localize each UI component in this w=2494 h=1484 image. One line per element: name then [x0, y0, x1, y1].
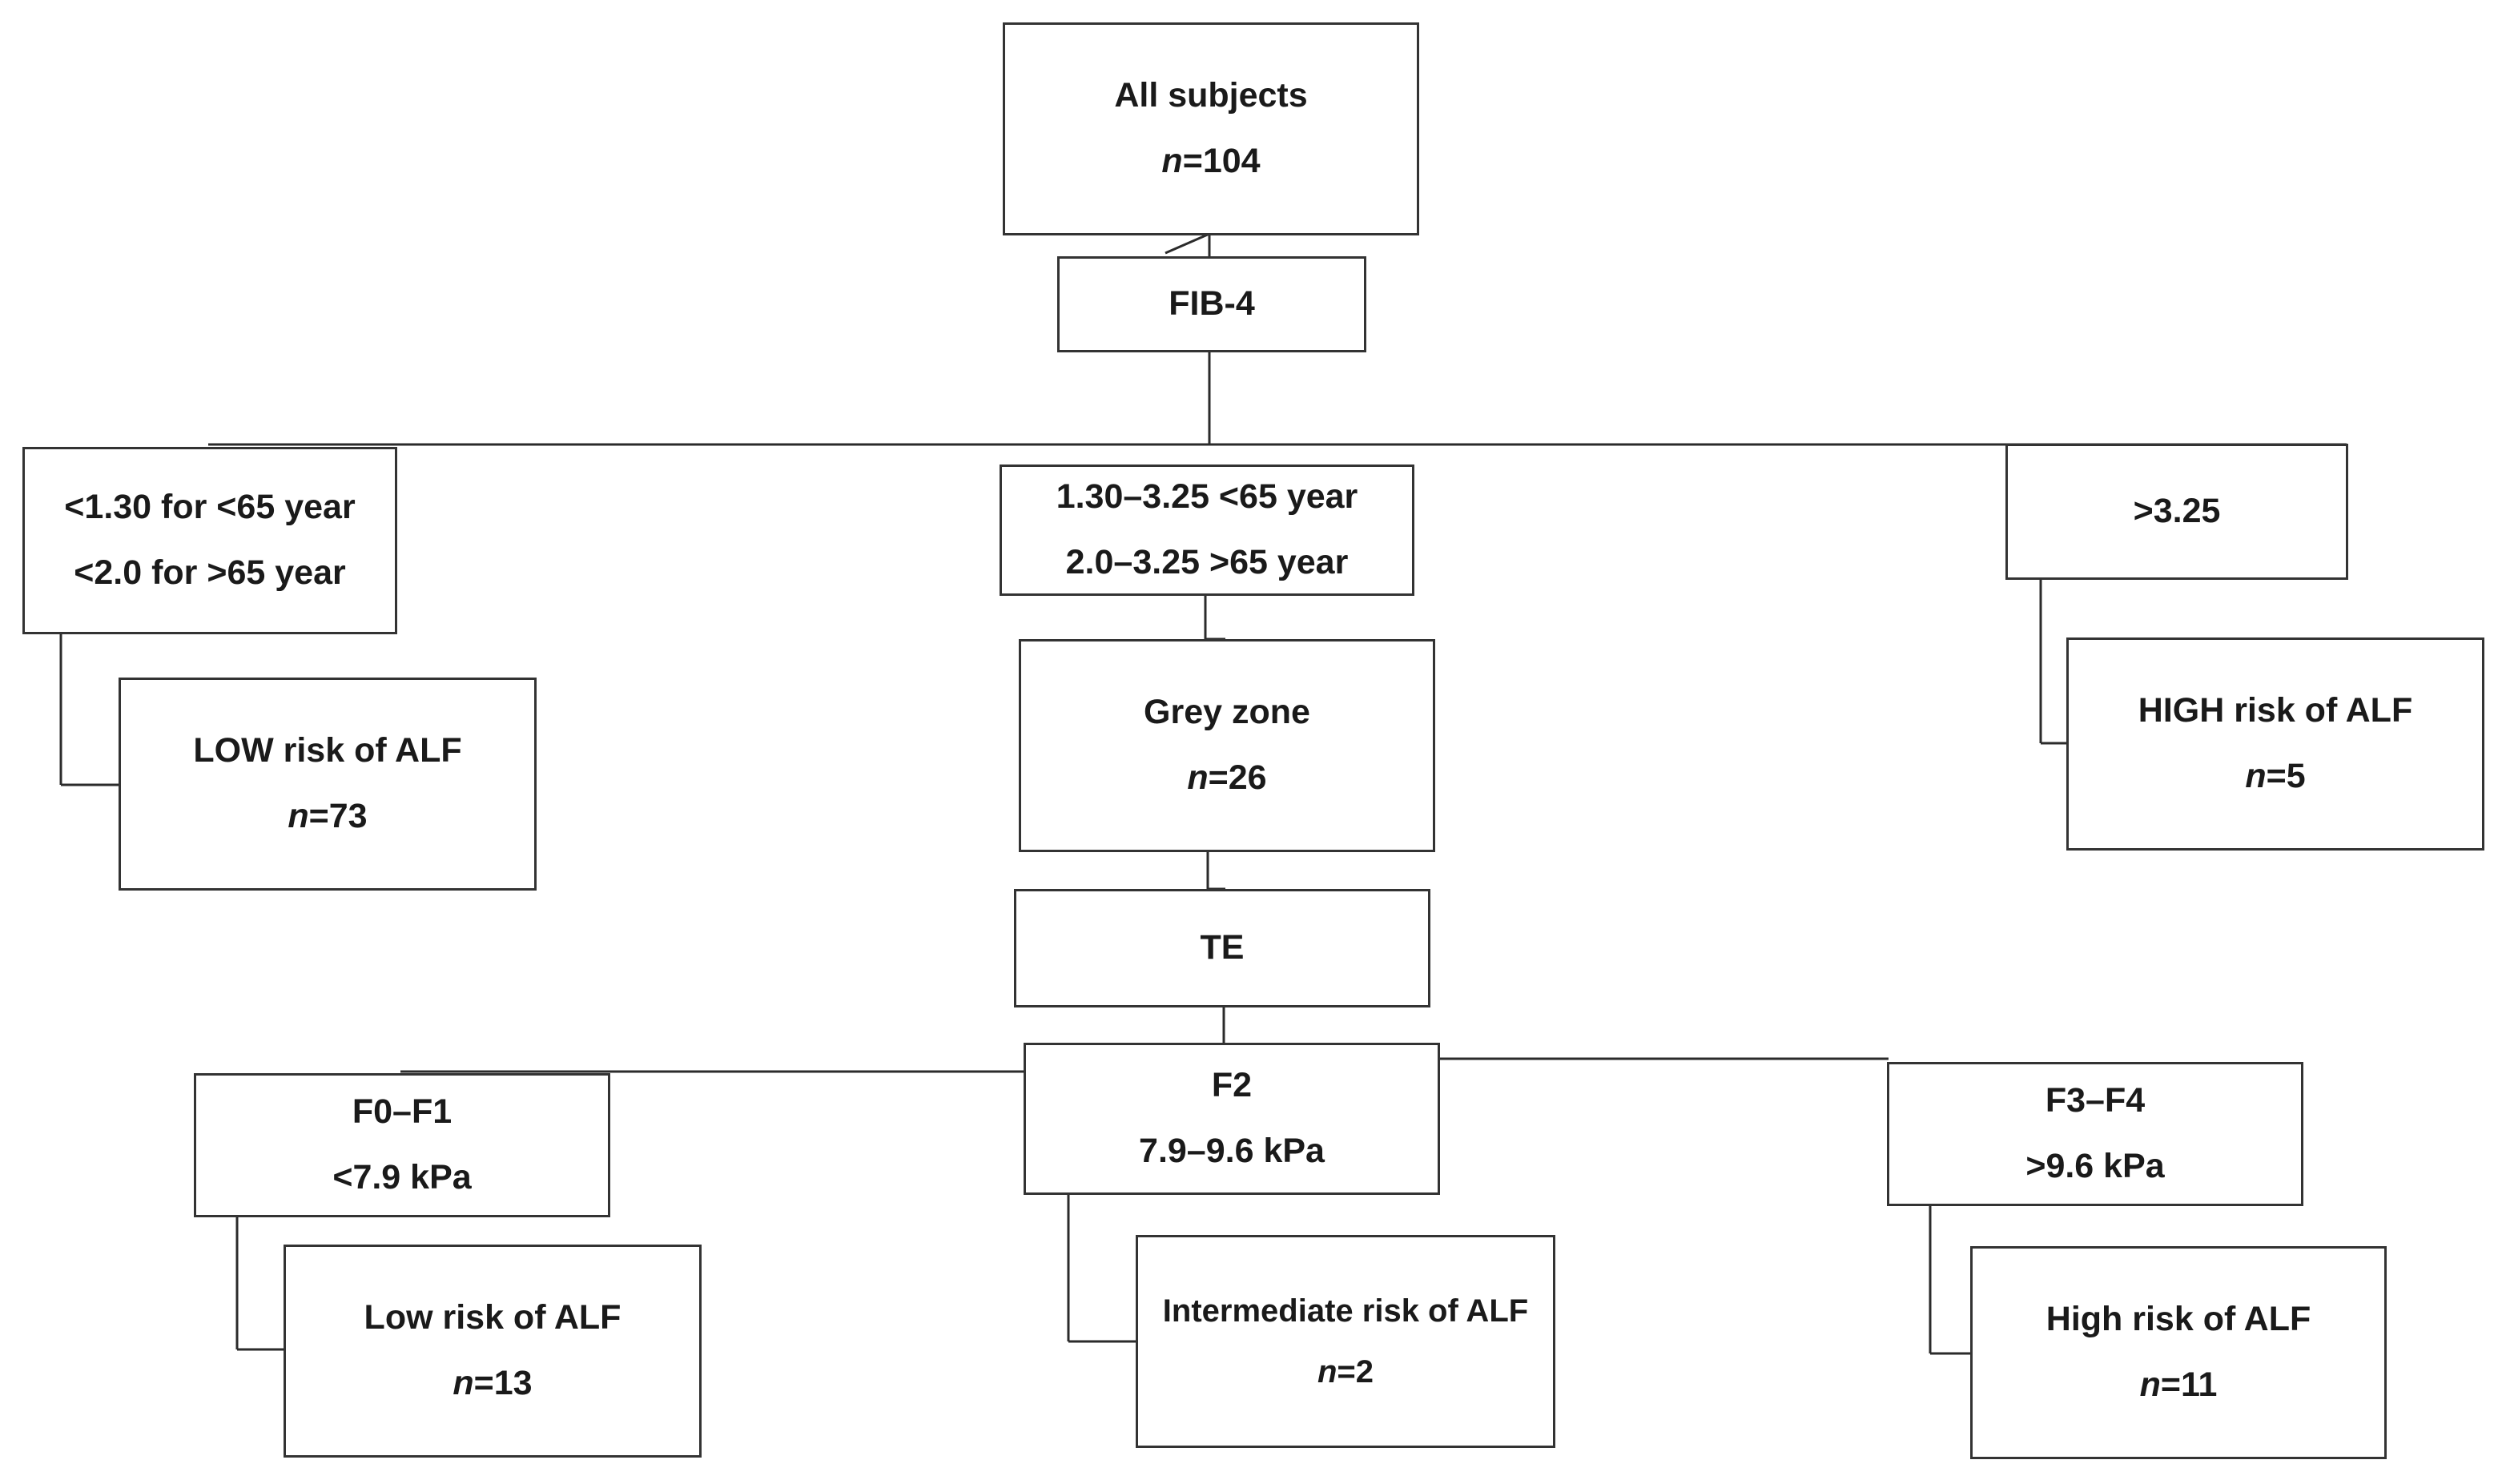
node-te-low-risk-count-value: =13: [473, 1364, 533, 1402]
node-te-low-risk-label: Low risk of ALF: [364, 1298, 621, 1337]
node-high-risk-alf-count-value: =5: [2266, 757, 2306, 795]
node-all-subjects-count: n=104: [1161, 129, 1260, 195]
node-low-risk-alf-count-value: =73: [308, 797, 368, 835]
node-grey-zone-count: n=26: [1187, 746, 1266, 811]
node-f0-f1-line1: F0–F1: [352, 1092, 453, 1132]
node-te-intermediate-risk-count: n=2: [1317, 1341, 1374, 1402]
node-high-threshold-label: >3.25: [2133, 492, 2221, 531]
node-all-subjects-label: All subjects: [1114, 76, 1308, 115]
node-mid-threshold-line1: 1.30–3.25 <65 year: [1056, 477, 1358, 517]
node-high-risk-alf: HIGH risk of ALF n=5: [2066, 637, 2484, 851]
node-low-risk-alf-count: n=73: [288, 784, 367, 850]
node-f0-f1-line2: <7.9 kPa: [332, 1158, 472, 1196]
node-te-high-risk-label: High risk of ALF: [2045, 1300, 2311, 1339]
node-low-threshold: <1.30 for <65 year <2.0 for >65 year: [22, 447, 397, 634]
node-mid-threshold-line2: 2.0–3.25 >65 year: [1065, 543, 1349, 581]
node-f3-f4: F3–F4 >9.6 kPa: [1887, 1062, 2303, 1206]
node-te-intermediate-risk-count-value: =2: [1337, 1354, 1374, 1389]
n-symbol: n: [453, 1364, 474, 1402]
node-grey-zone: Grey zone n=26: [1019, 639, 1435, 852]
node-te-high-risk-count-value: =11: [2160, 1365, 2218, 1404]
n-symbol: n: [2245, 757, 2267, 795]
node-fib4-label: FIB-4: [1169, 284, 1255, 324]
node-low-risk-alf-label: LOW risk of ALF: [193, 731, 462, 770]
n-symbol: n: [1161, 142, 1183, 180]
node-te-label: TE: [1200, 928, 1245, 967]
node-f3-f4-line2: >9.6 kPa: [2025, 1147, 2165, 1185]
node-te-high-risk: High risk of ALF n=11: [1970, 1246, 2387, 1459]
node-fib4: FIB-4: [1057, 256, 1366, 352]
node-grey-zone-label: Grey zone: [1144, 693, 1310, 732]
node-te-high-risk-count: n=11: [2140, 1353, 2218, 1418]
node-low-threshold-line1: <1.30 for <65 year: [64, 488, 356, 527]
node-low-threshold-line2: <2.0 for >65 year: [74, 553, 346, 592]
node-te-low-risk: Low risk of ALF n=13: [284, 1245, 702, 1458]
node-f2-line2: 7.9–9.6 kPa: [1139, 1132, 1325, 1170]
node-high-risk-alf-count: n=5: [2245, 744, 2305, 810]
node-mid-threshold: 1.30–3.25 <65 year 2.0–3.25 >65 year: [1000, 465, 1414, 596]
node-te: TE: [1014, 889, 1430, 1007]
n-symbol: n: [1187, 758, 1209, 797]
node-te-low-risk-count: n=13: [453, 1351, 532, 1417]
node-grey-zone-count-value: =26: [1208, 758, 1267, 797]
n-symbol: n: [2139, 1365, 2161, 1404]
n-symbol: n: [1317, 1354, 1338, 1389]
node-te-intermediate-risk-label: Intermediate risk of ALF: [1162, 1293, 1529, 1329]
node-low-risk-alf: LOW risk of ALF n=73: [119, 678, 537, 891]
node-f2: F2 7.9–9.6 kPa: [1024, 1043, 1440, 1195]
node-all-subjects-count-value: =104: [1182, 142, 1261, 180]
node-f0-f1: F0–F1 <7.9 kPa: [194, 1073, 610, 1217]
node-te-intermediate-risk: Intermediate risk of ALF n=2: [1136, 1235, 1555, 1448]
node-high-threshold: >3.25: [2005, 444, 2348, 580]
node-all-subjects: All subjects n=104: [1003, 22, 1419, 235]
node-f2-line1: F2: [1211, 1066, 1253, 1105]
connector-all-to-fib4-diag: [1165, 232, 1210, 255]
node-f3-f4-line1: F3–F4: [2045, 1081, 2146, 1120]
node-high-risk-alf-label: HIGH risk of ALF: [2138, 691, 2413, 730]
n-symbol: n: [288, 797, 309, 835]
